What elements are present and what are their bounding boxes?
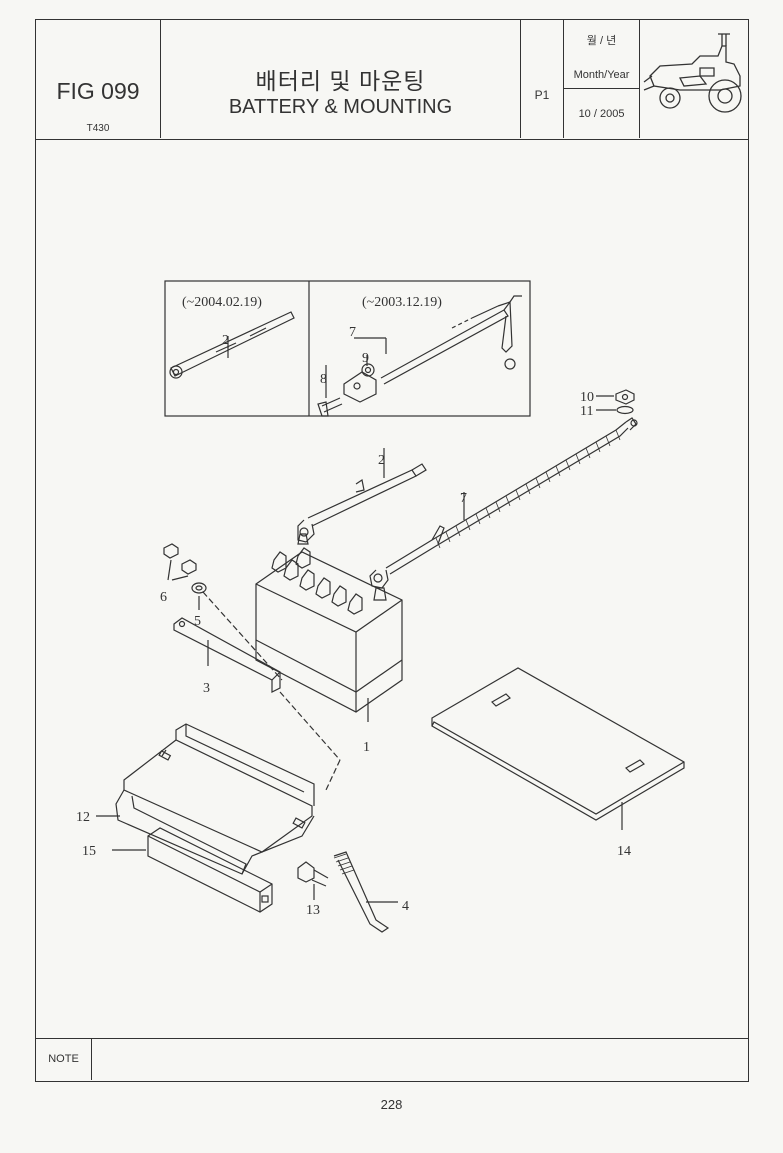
- date-label-english: Month/Year: [573, 69, 630, 81]
- bolt-13: [297, 861, 329, 900]
- sheet-frame: FIG 099 T430 배터리 및 마운팅 BATTERY & MOUNTIN…: [35, 19, 749, 1082]
- callout-10: 10: [580, 390, 594, 405]
- title-korean: 배터리 및 마운팅: [255, 68, 426, 94]
- battery-mat-14: [431, 667, 685, 830]
- title-cell: 배터리 및 마운팅 BATTERY & MOUNTING: [161, 20, 521, 138]
- cable-2: [297, 448, 427, 543]
- inset-cable-7: [317, 295, 522, 417]
- nut-6-washer-5: [163, 543, 283, 681]
- title-block: FIG 099 T430 배터리 및 마운팅 BATTERY & MOUNTIN…: [36, 20, 748, 140]
- battery-tray-12: [96, 691, 341, 875]
- tractor-thumbnail-cell: [640, 20, 748, 138]
- note-row: NOTE: [36, 1038, 748, 1081]
- callout-5: 5: [194, 614, 201, 629]
- exploded-diagram-area: (~2004.02.19) (~2003.12.19) 2 7 8 9 2 7 …: [36, 140, 748, 1040]
- note-label: NOTE: [36, 1039, 92, 1080]
- callout-7: 7: [460, 491, 467, 506]
- title-english: BATTERY & MOUNTING: [228, 96, 453, 118]
- callout-15: 15: [82, 844, 96, 859]
- inset-box: [164, 280, 531, 417]
- inset-label-right: (~2003.12.19): [362, 295, 442, 310]
- date-value: 10 / 2005: [578, 108, 625, 120]
- inset-cable-2: [169, 311, 295, 379]
- callout-14: 14: [617, 844, 631, 859]
- date-label-korean: 월 / 년: [586, 35, 617, 47]
- page-label: P1: [534, 88, 550, 102]
- callout-6: 6: [160, 590, 167, 605]
- inset-label-left: (~2004.02.19): [182, 295, 262, 310]
- callout-2: 2: [378, 453, 385, 468]
- support-15: [112, 827, 273, 913]
- inset-date-labels: (~2004.02.19) (~2003.12.19): [182, 295, 442, 310]
- date-cell: 월 / 년 Month/Year 10 / 2005: [564, 20, 640, 138]
- date-divider: [564, 88, 639, 89]
- inset-leader-lines: [227, 337, 387, 398]
- callout-12: 12: [76, 810, 90, 825]
- model-code: T430: [86, 123, 110, 134]
- callout-13: 13: [306, 903, 320, 918]
- callout-11: 11: [580, 404, 593, 419]
- nut-10-washer-11: [596, 389, 635, 415]
- callout-numbers: 2 7 8 9 2 7 10 11 6 5 3 1 12 15 13 4 14: [76, 325, 631, 918]
- callout-inset-9: 9: [362, 351, 369, 366]
- page-number: 228: [380, 1097, 403, 1112]
- figure-cell: FIG 099 T430: [36, 20, 161, 138]
- hold-down-bar-3: [173, 617, 281, 693]
- cable-7: [369, 417, 638, 589]
- battery-mounting-diagram: (~2004.02.19) (~2003.12.19) 2 7 8 9 2 7 …: [76, 280, 685, 933]
- callout-inset-7: 7: [349, 325, 356, 340]
- rod-4: [333, 851, 398, 933]
- callout-inset-2: 2: [222, 333, 229, 348]
- callout-4: 4: [402, 899, 409, 914]
- battery-1: [255, 533, 403, 722]
- tractor-icon: [643, 33, 742, 113]
- callout-1: 1: [363, 740, 370, 755]
- callout-3: 3: [203, 681, 210, 696]
- callout-inset-8: 8: [320, 372, 327, 387]
- figure-number: FIG 099: [56, 78, 140, 104]
- page-cell: P1: [521, 20, 564, 138]
